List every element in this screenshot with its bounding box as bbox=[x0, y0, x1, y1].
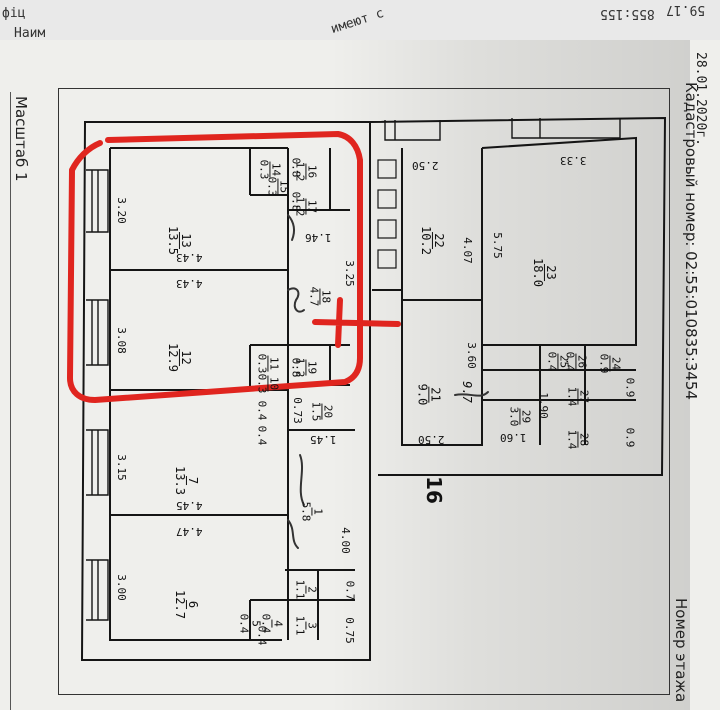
drawing-frame bbox=[58, 88, 670, 695]
dimension-label: 0.8 bbox=[289, 191, 303, 212]
dimension-label: 5.75 bbox=[490, 232, 504, 259]
dimension-label: 3.20 bbox=[114, 197, 128, 224]
handwritten-note: 9.7 bbox=[459, 381, 474, 403]
dimension-label: 3.08 bbox=[114, 327, 128, 354]
handwritten-note: 16 bbox=[421, 476, 446, 504]
dimension-label: 1.90 bbox=[536, 392, 550, 419]
dimension-label: 0.73 bbox=[290, 397, 304, 424]
dimension-label: 0.4 bbox=[255, 625, 269, 646]
dimension-label: 1.46 bbox=[305, 231, 332, 244]
dimension-label: 1.60 bbox=[500, 431, 527, 444]
dimension-label: 4.47 bbox=[176, 525, 203, 538]
dimension-label: 3.33 bbox=[560, 154, 587, 167]
dimension-label: 0.8 bbox=[289, 357, 303, 378]
dimension-label: 4.00 bbox=[338, 527, 352, 554]
dimension-label: 0.4 bbox=[255, 425, 269, 446]
dimension-label: 0.8 bbox=[289, 157, 303, 178]
dimension-label: 3.15 bbox=[114, 454, 128, 481]
dimension-label: 3.25 bbox=[342, 260, 356, 287]
dimension-label: 2.50 bbox=[418, 433, 445, 446]
top-fragment: фіц bbox=[2, 6, 26, 21]
dimension-label: 4.07 bbox=[460, 237, 474, 264]
dimension-label: 0.75 bbox=[342, 617, 356, 644]
dimension-label: 0.9 bbox=[623, 377, 637, 398]
dimension-label: 1.45 bbox=[310, 433, 337, 446]
dimension-label: 0.9 bbox=[623, 427, 637, 448]
top-fragment: Наим bbox=[14, 26, 46, 41]
dimension-label: 3.60 bbox=[464, 342, 478, 369]
dimension-label: 0.7 bbox=[343, 580, 357, 601]
dimension-label: 2.50 bbox=[412, 159, 439, 172]
dimension-label: 4.43 bbox=[176, 251, 203, 264]
dimension-label: 4.43 bbox=[176, 277, 203, 290]
dimension-label: 3.00 bbox=[114, 574, 128, 601]
dimension-label: 0.4 bbox=[255, 400, 269, 421]
dimension-label: 4.45 bbox=[176, 499, 203, 512]
